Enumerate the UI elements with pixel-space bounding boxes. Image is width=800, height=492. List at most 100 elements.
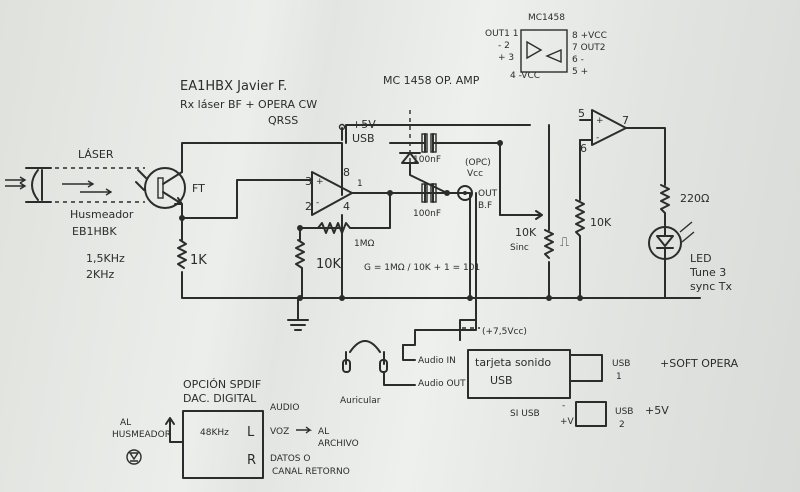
resistor-1meg (317, 222, 357, 234)
photodiode-icon (126, 449, 142, 465)
al-label: AL (120, 418, 131, 428)
ic-pinout: MC1458 OUT1 1 - 2 + 3 4 -VCC 8 +VCC 7 OU… (485, 13, 607, 81)
resistor-1k (177, 239, 187, 269)
phototransistor-leads (162, 171, 183, 205)
pin-3-label: 3 (305, 175, 312, 188)
ic-pin-label: 4 -VCC (510, 71, 540, 81)
zener-sub-label: Vcc (467, 169, 483, 179)
freq2-label: 2KHz (86, 268, 114, 281)
junction-dots (179, 140, 583, 301)
dac-rate: 48KHz (200, 428, 229, 438)
pot-10k (544, 229, 554, 259)
laser-label: LÁSER (78, 148, 114, 161)
phototransistor-base (157, 177, 164, 199)
resistor-10k-ground (295, 239, 305, 299)
pin-6-label: 6 (580, 142, 587, 155)
pot-label: 10K (515, 226, 537, 239)
canal-label: CANAL RETORNO (272, 467, 350, 477)
voz-label: VOZ (270, 427, 289, 437)
ground-icon (287, 297, 309, 331)
wiring (177, 110, 701, 346)
out-jack-label: OUT (478, 189, 498, 199)
ic-pin-label: 8 +VCC (572, 31, 607, 41)
beam-lines (55, 167, 145, 203)
c2-label: 100nF (413, 209, 441, 219)
usb1-plug-icon (569, 354, 603, 382)
usb2-plug-icon (575, 401, 607, 427)
audio-label: AUDIO (270, 403, 299, 413)
source-label: Husmeador (70, 208, 134, 221)
pin-2-label: 2 (305, 200, 312, 213)
out-jack-icon (457, 185, 473, 201)
beam-arrows (62, 180, 113, 196)
spdif-section: OPCIÓN SPDIF DAC. DIGITAL 48KHz L R AUDI… (112, 378, 359, 479)
out-jack-sub-label: B.F (478, 201, 492, 211)
usb2-label: USB (615, 407, 633, 417)
usb2-minus: - (562, 401, 565, 411)
ic-pin-label: - 2 (498, 41, 510, 51)
square-wave-icon: ⎍ (560, 235, 569, 250)
to-label: AL (318, 427, 329, 437)
led-light-arrows (679, 221, 695, 243)
spdif-title: OPCIÓN SPDIF (183, 378, 261, 391)
gain-formula: G = 1MΩ / 10K + 1 = 101 (364, 263, 480, 273)
usb1-label: USB (612, 359, 630, 369)
spdif-subtitle: DAC. DIGITAL (183, 392, 257, 405)
phototransistor: FT (135, 167, 205, 209)
led-label: LED (690, 252, 712, 265)
zener-label: (OPC) (465, 158, 491, 168)
opamp-1: 3 2 8 4 1 + - (305, 166, 363, 216)
led-label3: sync Tx (690, 280, 732, 293)
usb2-num: 2 (619, 420, 625, 430)
audio-in-label: Audio IN (418, 356, 456, 366)
ft-label: FT (192, 182, 205, 195)
pin-8-label: 8 (343, 166, 350, 179)
dac-box (182, 410, 264, 479)
r-emitter-label: 1K (190, 253, 207, 268)
capacitors: 100nF 100nF (OPC) Vcc OUT B.F (399, 133, 498, 219)
usb-section: (+7,5Vcc) Audio IN Audio OUT tarjeta son… (340, 327, 739, 430)
supply-label: +5V (352, 118, 376, 131)
incoming-light-arrows (5, 176, 27, 190)
r-ground-label: 10K (316, 257, 342, 272)
plus-label: + (316, 177, 324, 187)
minus-label: - (596, 133, 599, 143)
author-label: EA1HBX Javier F. (180, 79, 287, 94)
ic-pin-label: 7 OUT2 (572, 43, 605, 53)
ic-pin-label: + 3 (498, 53, 514, 63)
arrow-icon (296, 426, 313, 434)
pin-7-label: 7 (622, 114, 629, 127)
c1-label: 100nF (413, 155, 441, 165)
usb1-num: 1 (616, 372, 622, 382)
ic-body (520, 29, 568, 73)
phototransistor-body (144, 167, 186, 209)
headphones-label: Auricular (340, 396, 381, 406)
dac-left: L (247, 425, 255, 440)
archive-label: ARCHIVO (318, 439, 359, 449)
pot-sub-label: Sinc (510, 243, 529, 253)
r-led-label: 220Ω (680, 192, 709, 205)
subtitle-label: Rx láser BF + OPERA CW (180, 98, 317, 111)
led-label2: Tune 3 (689, 266, 726, 279)
freq1-label: 1,5KHz (86, 252, 125, 265)
soft-label: +SOFT OPERA (660, 357, 739, 370)
si-usb-label: SI USB (510, 409, 540, 419)
subtitle2-label: QRSS (268, 114, 298, 127)
opamp-title: MC 1458 OP. AMP (383, 74, 480, 87)
r-feedback-label: 1MΩ (354, 239, 374, 249)
supply-src-label: USB (352, 132, 375, 145)
audio-out-label: Audio OUT (418, 379, 466, 389)
opamp-2: 5 6 7 + - (578, 107, 629, 155)
ic-name: MC1458 (528, 13, 565, 23)
light-arrows-icon (135, 169, 147, 191)
vcc-note: (+7,5Vcc) (482, 327, 527, 337)
r-pin6-label: 10K (590, 216, 612, 229)
resistor-10k-pin6 (575, 199, 585, 246)
laser-input: LÁSER Husmeador EB1HBK 1,5KHz 2KHz (5, 148, 145, 281)
plus-label: + (596, 116, 604, 126)
dac-right: R (247, 453, 256, 468)
zener-icon (399, 152, 448, 194)
datos-label: DATOS O (270, 454, 310, 464)
minus-label: - (316, 198, 319, 208)
